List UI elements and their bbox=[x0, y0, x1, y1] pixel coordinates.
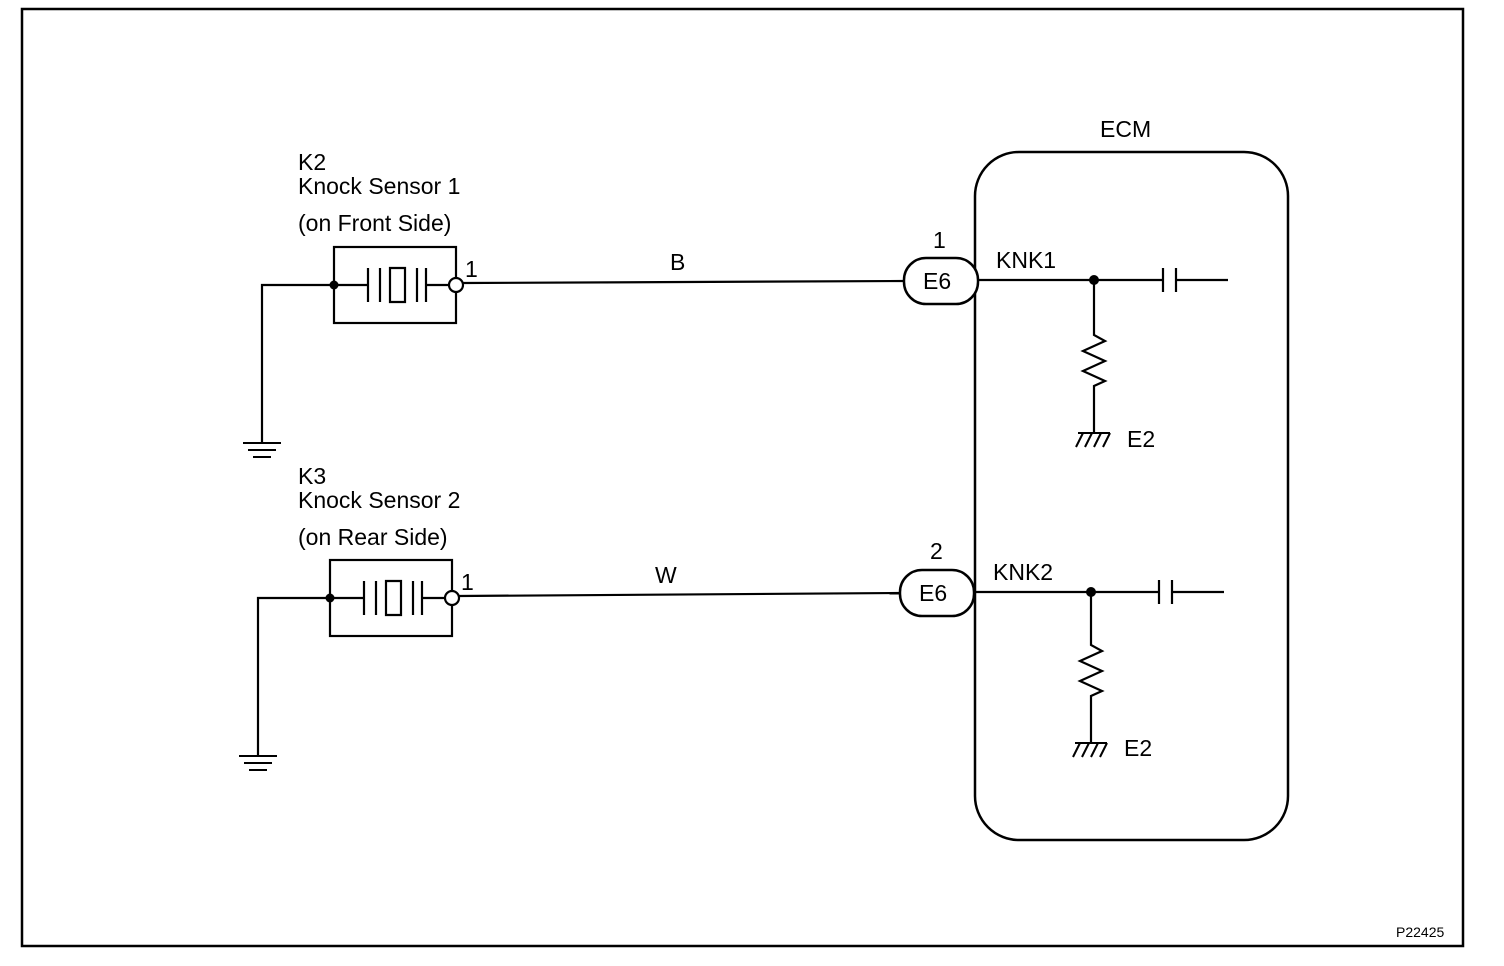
ecm-ground-e2-1: E2 bbox=[1127, 426, 1155, 452]
ecm-connector1-name: E6 bbox=[923, 268, 951, 294]
sensor1-name: Knock Sensor 1 bbox=[298, 173, 460, 199]
sensor1-terminal bbox=[447, 276, 465, 294]
knk1-ground-icon bbox=[1075, 432, 1111, 448]
wire-b bbox=[462, 279, 906, 285]
sensor1-location: (on Front Side) bbox=[298, 210, 451, 236]
knock-sensor-1: K2 Knock Sensor 1 (on Front Side) 1 bbox=[243, 149, 478, 458]
sensor2-name: Knock Sensor 2 bbox=[298, 487, 460, 513]
wire-b-label: B bbox=[670, 249, 685, 275]
diagram-frame bbox=[20, 7, 1465, 948]
sensor2-pin: 1 bbox=[461, 569, 474, 595]
ecm-title: ECM bbox=[1100, 116, 1151, 142]
ecm-unit: ECM 1 E6 KNK1 E2 2 E6 KNK2 bbox=[898, 116, 1290, 842]
wire-w bbox=[458, 591, 902, 598]
knk1-resistor bbox=[1080, 280, 1108, 433]
knk2-ground-icon bbox=[1072, 742, 1108, 758]
figure-code: P22425 bbox=[1396, 924, 1444, 940]
ecm-ground-e2-2: E2 bbox=[1124, 735, 1152, 761]
ecm-body bbox=[973, 150, 1290, 842]
knock-sensor-2: K3 Knock Sensor 2 (on Rear Side) 1 bbox=[239, 463, 474, 771]
sensor2-location: (on Rear Side) bbox=[298, 524, 448, 550]
sensor1-ground-icon bbox=[243, 442, 281, 458]
ecm-signal-knk2: KNK2 bbox=[993, 559, 1053, 585]
ecm-signal-knk1: KNK1 bbox=[996, 247, 1056, 273]
sensor2-ground-icon bbox=[239, 755, 277, 771]
sensor1-code: K2 bbox=[298, 149, 326, 175]
ecm-connector2-name: E6 bbox=[919, 580, 947, 606]
ecm-connector2-pin: 2 bbox=[930, 538, 943, 564]
wire-w-label: W bbox=[655, 562, 677, 588]
sensor2-terminal bbox=[443, 589, 461, 607]
knk2-resistor bbox=[1077, 592, 1105, 743]
sensor2-code: K3 bbox=[298, 463, 326, 489]
ecm-connector1-pin: 1 bbox=[933, 227, 946, 253]
sensor1-pin: 1 bbox=[465, 256, 478, 282]
